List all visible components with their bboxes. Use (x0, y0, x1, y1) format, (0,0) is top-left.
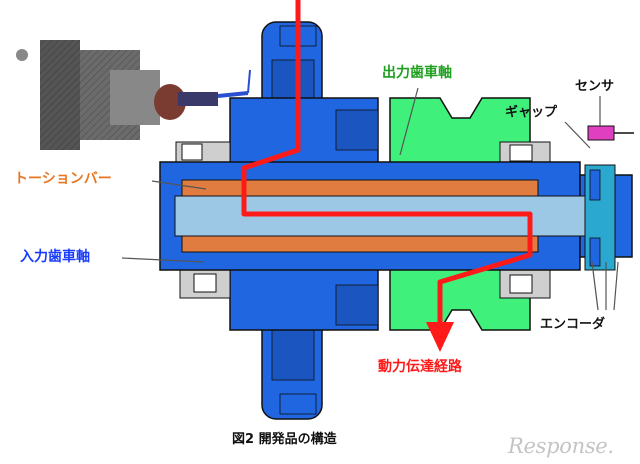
sensor-element (587, 125, 615, 141)
left-bearing-top (175, 141, 231, 163)
label-output-shaft: 出力歯車軸 (382, 65, 452, 81)
leader-output-shaft (399, 87, 419, 156)
leader-input-shaft (121, 257, 205, 263)
right-bearing-top (499, 141, 551, 165)
hub-step-bottom (335, 284, 379, 326)
torsion-bar-lower (181, 235, 539, 253)
encoder-top (589, 169, 601, 201)
encoder-bottom (589, 237, 601, 267)
label-gap: ギャップ (505, 105, 558, 120)
leader-encoder-c (613, 261, 619, 311)
gear-assembly-3d-image (16, 40, 251, 150)
leader-torsion-bar (151, 180, 207, 190)
right-bearing-bottom (499, 269, 551, 299)
label-power-path: 動力伝達経路 (378, 359, 462, 375)
label-torsion-bar: トーションバー (14, 171, 112, 187)
left-bearing-bottom (179, 267, 231, 299)
power-path-arrowhead (426, 322, 454, 352)
torsion-bar-upper (181, 179, 539, 197)
leader-gap (564, 121, 591, 149)
label-sensor: センサ (575, 79, 615, 94)
response-watermark-logo: Response. (508, 434, 614, 458)
label-encoder: エンコーダ (540, 317, 606, 332)
figure-caption: 図2 開発品の構造 (232, 432, 337, 447)
label-input-shaft: 入力歯車軸 (20, 249, 90, 265)
power-path-line (241, 0, 533, 322)
leader-encoder-a (591, 261, 599, 311)
hub-step-top (335, 109, 379, 151)
